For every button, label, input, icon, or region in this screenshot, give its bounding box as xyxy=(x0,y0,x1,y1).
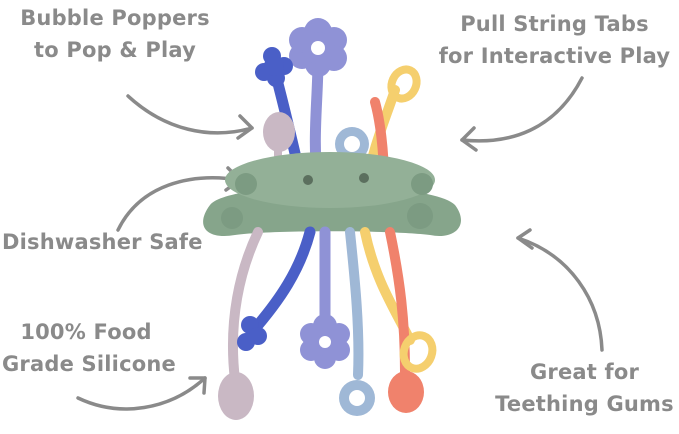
callout-dishwasher-safe: Dishwasher Safe xyxy=(2,226,203,258)
callout-teething-gums: Great for Teething Gums xyxy=(492,356,677,420)
callout-food-grade-silicone: 100% Food Grade Silicone xyxy=(2,316,176,380)
curved-arrow-icon xyxy=(516,228,534,250)
callout-line: Teething Gums xyxy=(495,392,674,416)
curved-arrow-icon xyxy=(76,376,207,411)
curved-arrow-icon xyxy=(188,376,207,395)
callout-line: Bubble Poppers xyxy=(20,6,210,30)
ring-tab-icon xyxy=(339,380,375,416)
callout-line: Great for xyxy=(529,360,640,384)
callout-line: Pull String Tabs xyxy=(460,12,649,36)
pull-string xyxy=(345,227,364,380)
callout-line: for Interactive Play xyxy=(438,44,671,68)
curved-arrow-icon xyxy=(116,176,242,232)
star-tab-icon xyxy=(237,316,267,351)
curved-arrow-icon xyxy=(460,76,584,143)
flower-tab-icon xyxy=(300,314,350,369)
curved-arrow-icon xyxy=(236,114,254,140)
callout-pull-string-tabs: Pull String Tabs for Interactive Play xyxy=(432,8,677,72)
callout-line: Grade Silicone xyxy=(2,352,176,376)
teether-tab-icon xyxy=(387,65,421,103)
curved-arrow-icon xyxy=(460,126,478,152)
curved-arrow-icon xyxy=(126,94,254,135)
ball-end-icon xyxy=(218,372,254,420)
pull-string xyxy=(246,226,316,338)
callout-line: to Pop & Play xyxy=(34,38,196,62)
callout-line: 100% Food xyxy=(20,320,152,344)
toy-base xyxy=(203,152,461,236)
flower-tab-icon xyxy=(289,18,347,77)
callout-line: Dishwasher Safe xyxy=(2,230,203,254)
star-tab-icon xyxy=(255,47,293,87)
curved-arrow-icon xyxy=(516,236,604,352)
ball-end-icon xyxy=(388,371,424,413)
teether-tab-icon xyxy=(399,331,437,373)
pull-string xyxy=(228,227,263,385)
callout-bubble-poppers: Bubble Poppers to Pop & Play xyxy=(15,2,215,66)
